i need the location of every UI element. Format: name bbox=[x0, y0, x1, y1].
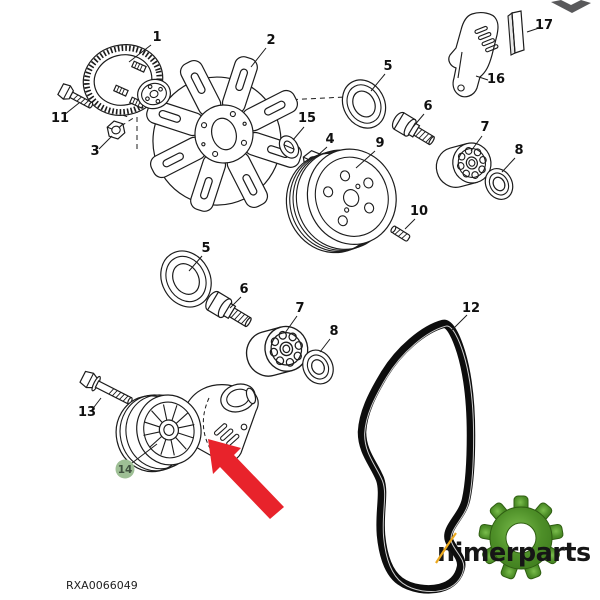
corner-chevron-icon bbox=[551, 0, 591, 13]
part-label-7-lower: 7 bbox=[295, 301, 304, 316]
highlighted-part-number: 14 bbox=[118, 464, 133, 476]
part-label-16: 16 bbox=[487, 72, 505, 87]
gear-logo-icon bbox=[478, 495, 564, 580]
part-8-lower-ring-drawing bbox=[302, 349, 334, 385]
part-2-fan-drawing bbox=[146, 56, 302, 212]
part-12-belt-drawing bbox=[357, 319, 476, 594]
highlight-arrow-icon bbox=[208, 439, 284, 519]
part-label-13: 13 bbox=[78, 405, 96, 420]
part-label-9: 9 bbox=[375, 136, 384, 151]
part-label-1: 1 bbox=[152, 30, 161, 45]
part-label-8-upper: 8 bbox=[514, 143, 523, 158]
belt-yellow-stripe bbox=[435, 532, 457, 564]
leader-lines bbox=[63, 27, 540, 464]
part-5-lower-seal-drawing bbox=[160, 250, 212, 308]
part-1-hub-drawing bbox=[82, 44, 171, 116]
part-5-upper-seal-drawing bbox=[341, 79, 387, 129]
part-label-12: 12 bbox=[462, 301, 480, 316]
part-label-10: 10 bbox=[410, 204, 428, 219]
part-label-2: 2 bbox=[266, 33, 275, 48]
diagram-part-code: RXA0066049 bbox=[66, 579, 138, 592]
part-13-bolt-drawing bbox=[79, 370, 133, 405]
part-label-4: 4 bbox=[325, 132, 334, 147]
part-8-upper-ring-drawing bbox=[484, 168, 514, 200]
part-label-5-upper: 5 bbox=[383, 59, 392, 74]
part-15-washer-drawing bbox=[278, 135, 300, 159]
part-label-17: 17 bbox=[535, 18, 553, 33]
part-label-8-lower: 8 bbox=[329, 324, 338, 339]
part-14-tensioner-drawing bbox=[115, 383, 259, 473]
part-label-11: 11 bbox=[51, 111, 69, 126]
part-labels: 1 2 3 4 5 5 6 6 7 7 8 8 9 10 11 12 13 15… bbox=[51, 18, 553, 420]
part-7-lower-bearing-drawing bbox=[245, 325, 309, 377]
highlighted-part-badge[interactable]: 14 bbox=[115, 459, 135, 479]
part-label-5-lower: 5 bbox=[201, 241, 210, 256]
part-6-upper-bolt-drawing bbox=[391, 111, 435, 146]
part-7-upper-bearing-drawing bbox=[435, 142, 492, 188]
part-label-3: 3 bbox=[90, 144, 99, 159]
part-label-6-upper: 6 bbox=[423, 99, 432, 114]
part-3-nut-drawing bbox=[106, 120, 126, 140]
badge-circle[interactable] bbox=[115, 459, 135, 479]
part-10-pin-drawing bbox=[390, 225, 411, 242]
part-16-bracket-drawing bbox=[448, 12, 499, 98]
part-11-bolt-drawing bbox=[57, 83, 94, 109]
part-label-7-upper: 7 bbox=[480, 120, 489, 135]
part-label-6-lower: 6 bbox=[239, 282, 248, 297]
part-17-strip-drawing bbox=[507, 10, 525, 56]
part-label-15: 15 bbox=[298, 111, 316, 126]
part-9-pulley-drawing bbox=[285, 148, 397, 254]
part-6-lower-bolt-drawing bbox=[205, 290, 252, 328]
